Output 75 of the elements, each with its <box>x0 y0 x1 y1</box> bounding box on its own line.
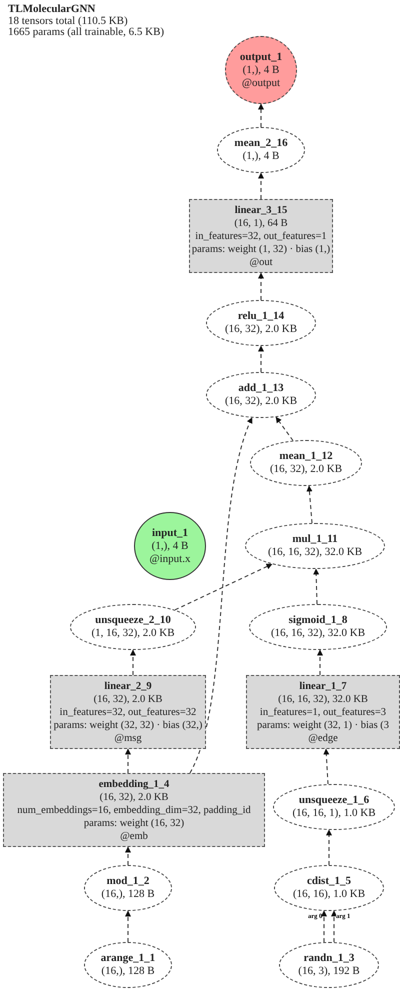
node-detail: @emb <box>120 830 148 842</box>
node-detail: params: weight (32, 32) · bias (32,) <box>54 718 202 732</box>
node-detail: (16, 32), 2.0 KB <box>94 692 162 706</box>
operation-box <box>246 675 400 749</box>
arrow <box>321 910 327 943</box>
node-detail: (1, 16, 32), 2.0 KB <box>91 627 175 640</box>
node-detail: @edge <box>308 732 338 744</box>
node-detail: (16, 1), 64 B <box>234 216 288 230</box>
arrow <box>258 346 264 372</box>
arrow <box>174 564 272 610</box>
arrow <box>306 485 312 524</box>
node-name: randn_1_3 <box>304 952 354 965</box>
node-name: mul_1_11 <box>292 533 338 546</box>
operation-box <box>3 773 265 847</box>
node-detail: (1,), 4 B <box>242 150 280 163</box>
node-detail: num_embeddings=16, embedding_dim=32, padding_id <box>17 804 251 816</box>
node-name: mean_2_16 <box>234 137 288 150</box>
node-detail: in_features=1, out_features=3 <box>260 706 386 718</box>
operation-box <box>189 199 333 273</box>
node-name: mod_1_2 <box>106 875 150 888</box>
node-name: embedding_1_4 <box>98 778 170 790</box>
node-detail: in_features=32, out_features=32 <box>60 706 196 718</box>
node-detail: @out <box>249 256 273 268</box>
node-name: add_1_13 <box>238 382 284 395</box>
node-name: linear_2_9 <box>104 680 152 692</box>
node-detail: params: weight (32, 1) · bias (3 <box>256 718 390 732</box>
node-detail: (1,), 4 B <box>152 540 188 552</box>
arrow <box>125 910 131 942</box>
arrow <box>125 846 131 866</box>
node-detail: (16, 32), 2.0 KB <box>270 463 342 476</box>
node-name: mean_1_12 <box>279 450 333 463</box>
operation-box <box>50 675 206 749</box>
node-detail: @input.x <box>150 552 190 566</box>
node-detail: (16, 16, 1), 1.0 KB <box>292 807 376 820</box>
node-detail: (1,), 4 B <box>242 64 280 76</box>
arrow <box>323 748 330 785</box>
arrow <box>258 104 264 128</box>
arrow <box>331 910 337 943</box>
node-name: linear_3_15 <box>234 204 288 216</box>
arrow <box>190 417 253 774</box>
node-detail: @output <box>242 76 280 90</box>
summary-text: 18 tensors total (110.5 KB) <box>8 16 129 26</box>
node-name: cdist_1_5 <box>307 875 351 888</box>
arrow <box>125 748 131 774</box>
node-detail: (16, 16), 1.0 KB <box>292 888 366 901</box>
node-name: relu_1_14 <box>238 310 284 323</box>
arrow <box>258 272 264 300</box>
node-name: sigmoid_1_8 <box>288 614 348 627</box>
arrow <box>313 568 320 604</box>
arrow <box>258 172 264 200</box>
summary-text: 1665 params (all trainable, 6.5 KB) <box>8 27 164 38</box>
node-detail: (16,), 128 B <box>101 965 155 978</box>
node-name: output_1 <box>240 50 282 64</box>
node-detail: in_features=32, out_features=1 <box>195 230 327 242</box>
arrow <box>276 416 294 442</box>
node-detail: (16, 16, 32), 32.0 KB <box>270 627 366 640</box>
node-name: arange_1_1 <box>100 952 156 965</box>
arrow <box>326 829 332 866</box>
node-detail: (16, 16, 32), 32.0 KB <box>278 692 368 706</box>
node-detail: (16, 16, 32), 32.0 KB <box>268 546 362 559</box>
node-name: linear_1_7 <box>299 680 347 692</box>
node-detail: (16, 3), 192 B <box>298 965 360 978</box>
node-name: unsqueeze_2_10 <box>95 614 171 627</box>
node-detail: (16, 32), 2.0 KB <box>224 395 298 408</box>
node-detail: params: weight (1, 32) · bias (1,) <box>192 242 330 256</box>
arrow <box>130 650 136 676</box>
node-detail: (16,), 128 B <box>101 888 155 901</box>
diagram-title: TLMolecularGNN <box>8 4 96 16</box>
node-detail: (16, 32), 2.0 KB <box>224 323 298 336</box>
arrow <box>317 650 323 676</box>
node-detail: params: weight (16, 32) <box>84 816 184 830</box>
node-detail: @msg <box>114 732 142 744</box>
node-name: input_1 <box>152 526 188 540</box>
node-name: unsqueeze_1_6 <box>298 794 370 807</box>
node-detail: (16, 32), 2.0 KB <box>100 790 168 804</box>
